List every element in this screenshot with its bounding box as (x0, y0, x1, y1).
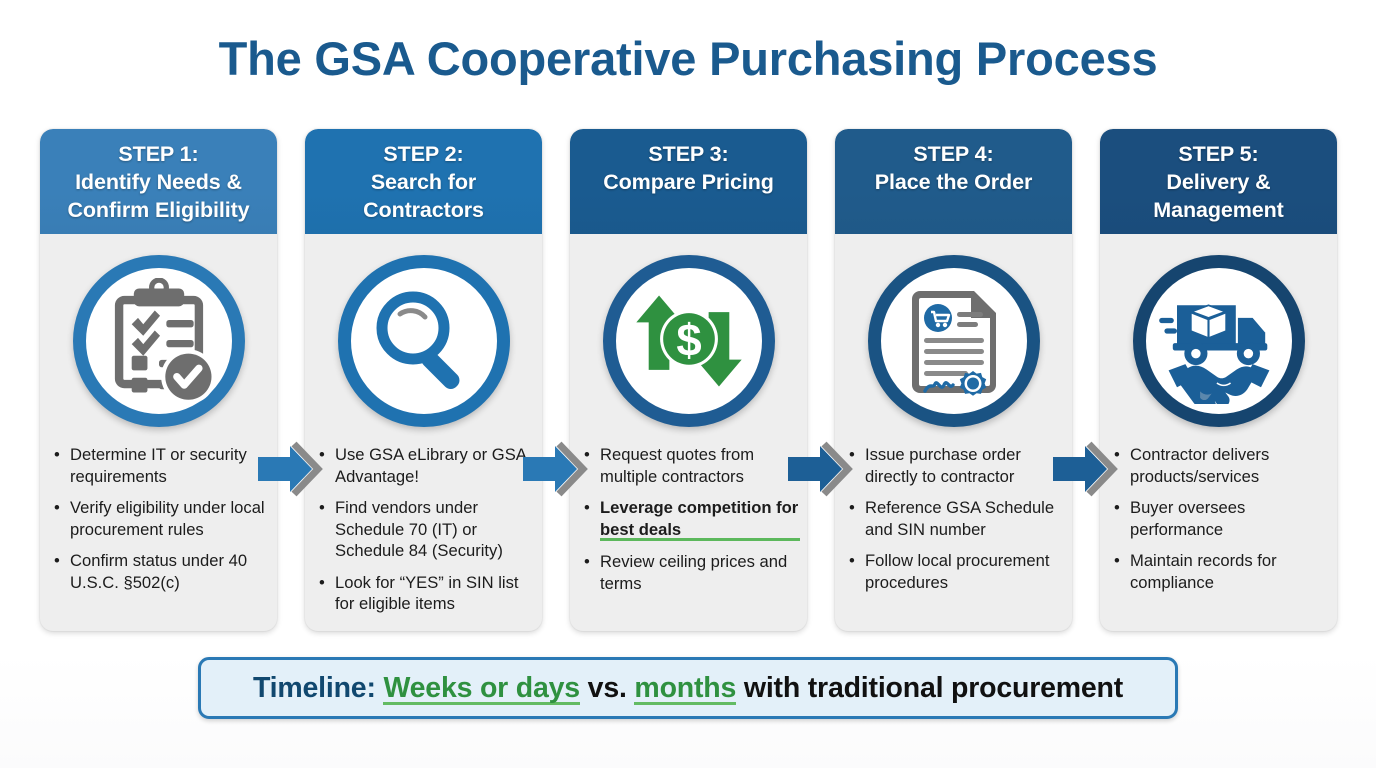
bullet-item-highlighted: • Leverage competition for best deals (584, 497, 800, 542)
bullet-item: • Determine IT or security requirements (54, 444, 270, 487)
bullet-marker: • (319, 572, 325, 592)
steps-container: STEP 1: Identify Needs & Confirm Eligibi… (40, 129, 1337, 631)
bullet-text: Determine IT or security requirements (70, 445, 247, 486)
timeline-slow-value: months (634, 671, 737, 706)
step-header-line-1: STEP 5: (1178, 142, 1259, 166)
timeline-banner-text: Timeline: Weeks or days vs. months with … (252, 671, 1124, 706)
bullet-marker: • (1114, 498, 1120, 518)
step-header-2: STEP 2: Search for Contractors (305, 129, 542, 234)
bullet-marker: • (584, 498, 590, 518)
step-header-line-3: Confirm Eligibility (67, 197, 250, 222)
step-header-line-2: Compare Pricing (603, 169, 774, 194)
step-icon-wrap-5 (1100, 255, 1337, 427)
bullet-text: Use GSA eLibrary or GSA Advantage! (335, 445, 526, 486)
timeline-label: Timeline: (252, 671, 376, 704)
clipboard-checklist-icon (72, 255, 245, 427)
step-bullets-2: • Use GSA eLibrary or GSA Advantage! • F… (319, 444, 535, 625)
step-card-4: STEP 4: Place the Order (835, 129, 1072, 631)
bullet-item: • Verify eligibility under local procure… (54, 497, 270, 540)
step-icon-wrap-2 (305, 255, 542, 427)
bullet-item: • Look for “YES” in SIN list for eligibl… (319, 572, 535, 615)
step-header-line-1: STEP 1: (118, 142, 199, 166)
step-header-4: STEP 4: Place the Order (835, 129, 1072, 234)
bullet-marker: • (849, 445, 855, 464)
bullet-marker: • (319, 445, 325, 464)
bullet-marker: • (849, 551, 855, 571)
step-icon-wrap-3: $ (570, 255, 807, 427)
bullet-marker: • (319, 498, 325, 518)
bullet-item: • Contractor delivers products/services (1114, 444, 1330, 487)
bullet-marker: • (849, 498, 855, 518)
step-header-line-1: STEP 4: (913, 142, 994, 166)
bullet-text: Maintain records for compliance (1130, 551, 1277, 592)
svg-text:$: $ (676, 314, 701, 365)
step-icon-wrap-4 (835, 255, 1072, 427)
bullet-text: Review ceiling prices and terms (600, 552, 788, 593)
step-header-3: STEP 3: Compare Pricing (570, 129, 807, 234)
bullet-item: • Confirm status under 40 U.S.C. §502(c) (54, 550, 270, 593)
bullet-marker: • (54, 498, 60, 518)
arrow-step4-to-step5 (1053, 440, 1123, 498)
delivery-truck-handshake-icon (1132, 255, 1305, 427)
bullet-item: • Find vendors under Schedule 70 (IT) or… (319, 497, 535, 562)
step-header-line-2: Delivery & (1166, 169, 1271, 194)
bullet-text: Buyer oversees performance (1130, 498, 1246, 539)
page-title: The GSA Cooperative Purchasing Process (218, 32, 1158, 85)
bullet-item: • Request quotes from multiple contracto… (584, 444, 800, 487)
bullet-item: • Use GSA eLibrary or GSA Advantage! (319, 444, 535, 487)
step-header-line-1: STEP 3: (648, 142, 729, 166)
bullet-text: Find vendors under Schedule 70 (IT) or S… (335, 498, 503, 561)
bullet-text: Follow local procurement procedures (865, 551, 1050, 592)
step-icon-wrap-1 (40, 255, 277, 427)
bullet-text: Reference GSA Schedule and SIN number (865, 498, 1055, 539)
timeline-fast-value: Weeks or days (383, 671, 580, 706)
bullet-text: Issue purchase order directly to contrac… (865, 445, 1021, 486)
step-header-5: STEP 5: Delivery & Management (1100, 129, 1337, 234)
step-header-line-3: Contractors (363, 197, 484, 222)
step-header-line-2: Search for (370, 169, 477, 194)
step-header-1: STEP 1: Identify Needs & Confirm Eligibi… (40, 129, 277, 234)
bullet-text: Verify eligibility under local procureme… (70, 498, 265, 539)
step-bullets-4: • Issue purchase order directly to contr… (849, 444, 1065, 603)
step-header-line-2: Place the Order (874, 169, 1033, 194)
step-bullets-3: • Request quotes from multiple contracto… (584, 444, 800, 604)
bullet-marker: • (584, 445, 590, 464)
magnifying-glass-icon (337, 255, 510, 427)
arrow-step2-to-step3 (523, 440, 593, 498)
timeline-banner: Timeline: Weeks or days vs. months with … (198, 657, 1178, 719)
bullet-text: Request quotes from multiple contractors (600, 445, 755, 486)
bullet-marker: • (1114, 551, 1120, 571)
step-card-1: STEP 1: Identify Needs & Confirm Eligibi… (40, 129, 277, 631)
bullet-text: Contractor delivers products/services (1130, 445, 1270, 486)
dollar-arrows-icon: $ (602, 255, 775, 427)
bullet-item: • Reference GSA Schedule and SIN number (849, 497, 1065, 540)
timeline-vs: vs. (587, 671, 627, 704)
bullet-item: • Buyer oversees performance (1114, 497, 1330, 540)
step-card-3: STEP 3: Compare Pricing $ • Req (570, 129, 807, 631)
step-header-line-3: Management (1153, 197, 1284, 222)
bullet-item: • Issue purchase order directly to contr… (849, 444, 1065, 487)
arrow-step3-to-step4 (788, 440, 858, 498)
step-bullets-1: • Determine IT or security requirements … (54, 444, 270, 603)
bullet-marker: • (584, 552, 590, 572)
signed-document-icon (867, 255, 1040, 427)
bullet-item: • Review ceiling prices and terms (584, 551, 800, 594)
bullet-marker: • (54, 445, 60, 464)
bullet-text: Leverage competition for best deals (600, 497, 800, 542)
step-card-2: STEP 2: Search for Contractors • Use GSA… (305, 129, 542, 631)
step-card-5: STEP 5: Delivery & Management (1100, 129, 1337, 631)
bullet-text: Confirm status under 40 U.S.C. §502(c) (70, 551, 248, 592)
bullet-item: • Follow local procurement procedures (849, 550, 1065, 593)
step-bullets-5: • Contractor delivers products/services … (1114, 444, 1330, 603)
bullet-item: • Maintain records for compliance (1114, 550, 1330, 593)
bullet-text: Look for “YES” in SIN list for eligible … (335, 572, 519, 614)
bullet-marker: • (54, 551, 60, 571)
step-header-line-2: Identify Needs & (75, 169, 242, 194)
timeline-tail: with traditional procurement (743, 671, 1124, 704)
bullet-marker: • (1114, 445, 1120, 464)
step-header-line-1: STEP 2: (383, 142, 464, 166)
arrow-step1-to-step2 (258, 440, 328, 498)
